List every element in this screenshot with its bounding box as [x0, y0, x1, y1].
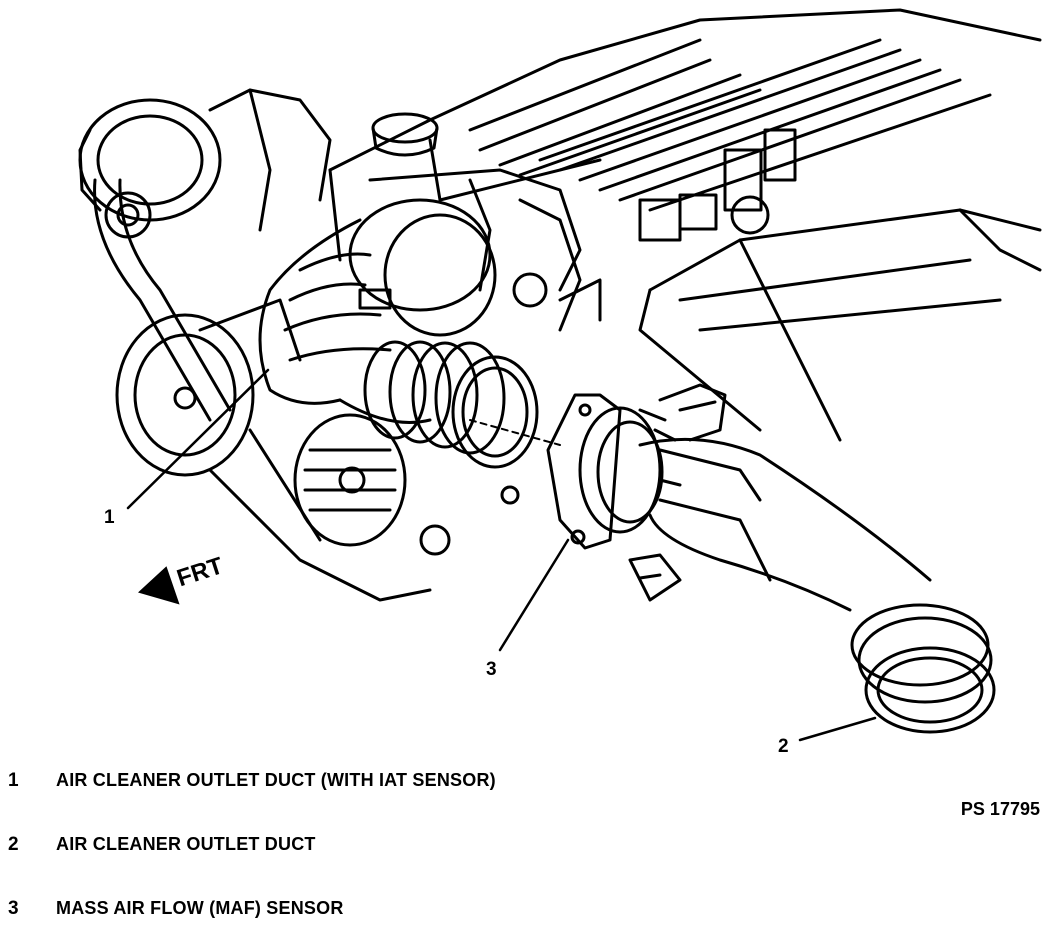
alternator	[78, 88, 332, 232]
pump-pulley	[115, 298, 302, 477]
mass-air-flow-sensor	[546, 383, 727, 550]
leader-line-2	[798, 716, 877, 742]
callout-2: 2	[778, 736, 789, 757]
legend-text: AIR CLEANER OUTLET DUCT	[56, 834, 316, 854]
legend-number: 1	[8, 770, 19, 791]
oil-filler-cap	[371, 112, 439, 157]
figure-id: PS 17795	[960, 799, 1040, 819]
leader-line-3	[498, 538, 570, 652]
front-direction-arrow-icon	[138, 566, 180, 605]
valve-cover	[638, 208, 1042, 442]
engine-block	[328, 8, 1042, 262]
legend-text: AIR CLEANER OUTLET DUCT (WITH IAT SENSOR…	[56, 770, 496, 790]
legend-number: 3	[8, 898, 19, 919]
accessory-belt	[93, 178, 232, 422]
alignment-dashed-line	[469, 419, 561, 446]
air-cleaner-outlet-duct-with-iat	[258, 198, 539, 469]
throttle-body	[368, 168, 602, 332]
callout-1: 1	[104, 507, 115, 528]
legend-text: MASS AIR FLOW (MAF) SENSOR	[56, 898, 344, 918]
air-cleaner-outlet-duct	[628, 437, 996, 734]
callout-3: 3	[486, 659, 497, 680]
timing-cover	[208, 413, 520, 602]
leader-line-1	[126, 368, 270, 510]
legend-number: 2	[8, 834, 19, 855]
